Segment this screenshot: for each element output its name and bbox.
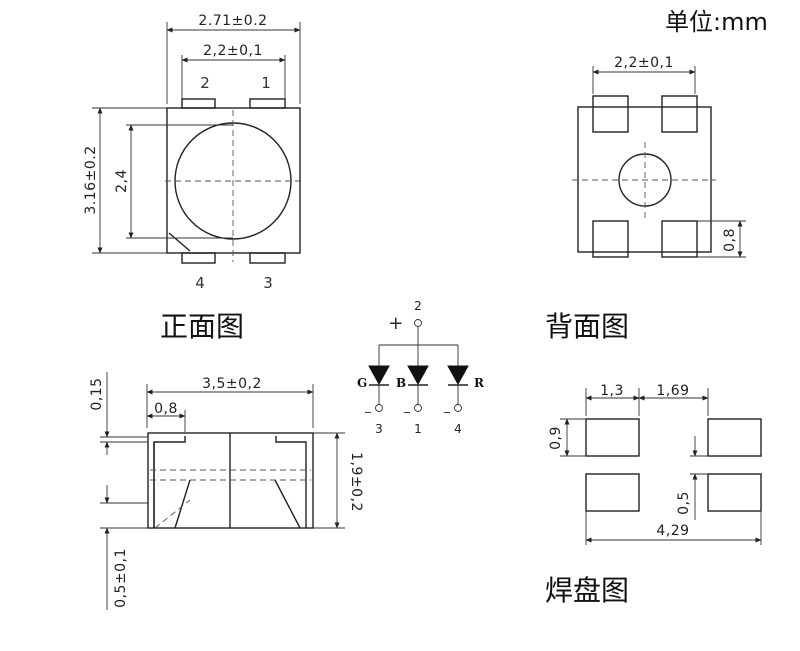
back-pad-tl — [592, 95, 629, 133]
front-body — [166, 107, 301, 254]
schematic-pin-3: 3 — [375, 422, 383, 436]
side-pad-dim: 0,8 — [154, 401, 178, 417]
unit-label: 单位:mm — [665, 8, 768, 36]
minus-b: _ — [403, 399, 411, 413]
schematic-common-pin: 2 — [414, 299, 422, 313]
schematic-plus: + — [388, 313, 404, 334]
schematic-pin-4: 4 — [454, 422, 462, 436]
front-lead-4 — [181, 252, 216, 264]
front-height-dim: 3.16±0.2 — [83, 145, 99, 214]
schematic: 2 + G B R _ _ _ — [357, 299, 485, 436]
back-body — [577, 106, 712, 253]
front-pin-4: 4 — [195, 274, 205, 292]
pad-width-dim: 1,3 — [600, 383, 624, 399]
front-pitch-dim: 2,2±0,1 — [203, 43, 263, 59]
diode-label-r: R — [474, 376, 485, 390]
front-lens-dim: 2,4 — [114, 169, 130, 193]
front-view: 2.71±0.2 2,2±0,1 2 1 4 3 3.16±0.2 2,4 正面… — [83, 13, 302, 343]
side-height-dim: 1,9±0,2 — [348, 452, 364, 512]
front-view-title: 正面图 — [160, 310, 244, 343]
pad-total-dim: 4,29 — [656, 523, 689, 539]
pad-bl — [585, 473, 640, 512]
side-top-dim: 0,15 — [89, 377, 105, 410]
minus-g: _ — [364, 399, 372, 413]
pad-space-dim: 0,5 — [676, 491, 692, 515]
side-bottom-dim: 0,5±0,1 — [113, 548, 129, 608]
minus-r: _ — [443, 399, 451, 413]
front-lead-3 — [249, 252, 286, 264]
back-pad-tr — [661, 95, 698, 133]
pad-layout: 1,3 1,69 0,9 0,5 4,29 焊盘图 — [545, 383, 762, 607]
diode-label-b: B — [396, 376, 406, 390]
front-pin-2: 2 — [200, 74, 210, 92]
schematic-anode-terminal — [414, 319, 422, 327]
back-pitch-dim: 2,2±0,1 — [614, 55, 674, 71]
pad-tr — [707, 418, 762, 457]
pad-tl — [585, 418, 640, 457]
front-lead-2 — [181, 98, 216, 109]
back-pad-dim: 0,8 — [722, 228, 738, 252]
side-view: 3,5±0,2 0,8 0,15 0,5±0,1 1,9±0,2 — [89, 372, 364, 610]
schematic-pin-1: 1 — [414, 422, 422, 436]
diode-green — [368, 345, 390, 412]
diode-label-g: G — [357, 376, 367, 390]
side-length-dim: 3,5±0,2 — [202, 376, 262, 392]
diode-blue — [407, 345, 429, 412]
pad-br — [707, 473, 762, 512]
back-pad-br — [661, 220, 698, 258]
back-pad-bl — [592, 220, 629, 258]
diode-red — [447, 345, 469, 412]
pad-layout-title: 焊盘图 — [545, 574, 629, 607]
pad-height-dim: 0,9 — [548, 426, 564, 450]
back-view: 2,2±0,1 0,8 背面图 — [545, 55, 746, 343]
pad-gap-dim: 1,69 — [656, 383, 689, 399]
front-width-dim: 2.71±0.2 — [198, 13, 267, 29]
front-lead-1 — [249, 98, 286, 109]
front-pin-1: 1 — [261, 74, 271, 92]
front-pin-3: 3 — [263, 274, 273, 292]
back-view-title: 背面图 — [545, 310, 629, 343]
